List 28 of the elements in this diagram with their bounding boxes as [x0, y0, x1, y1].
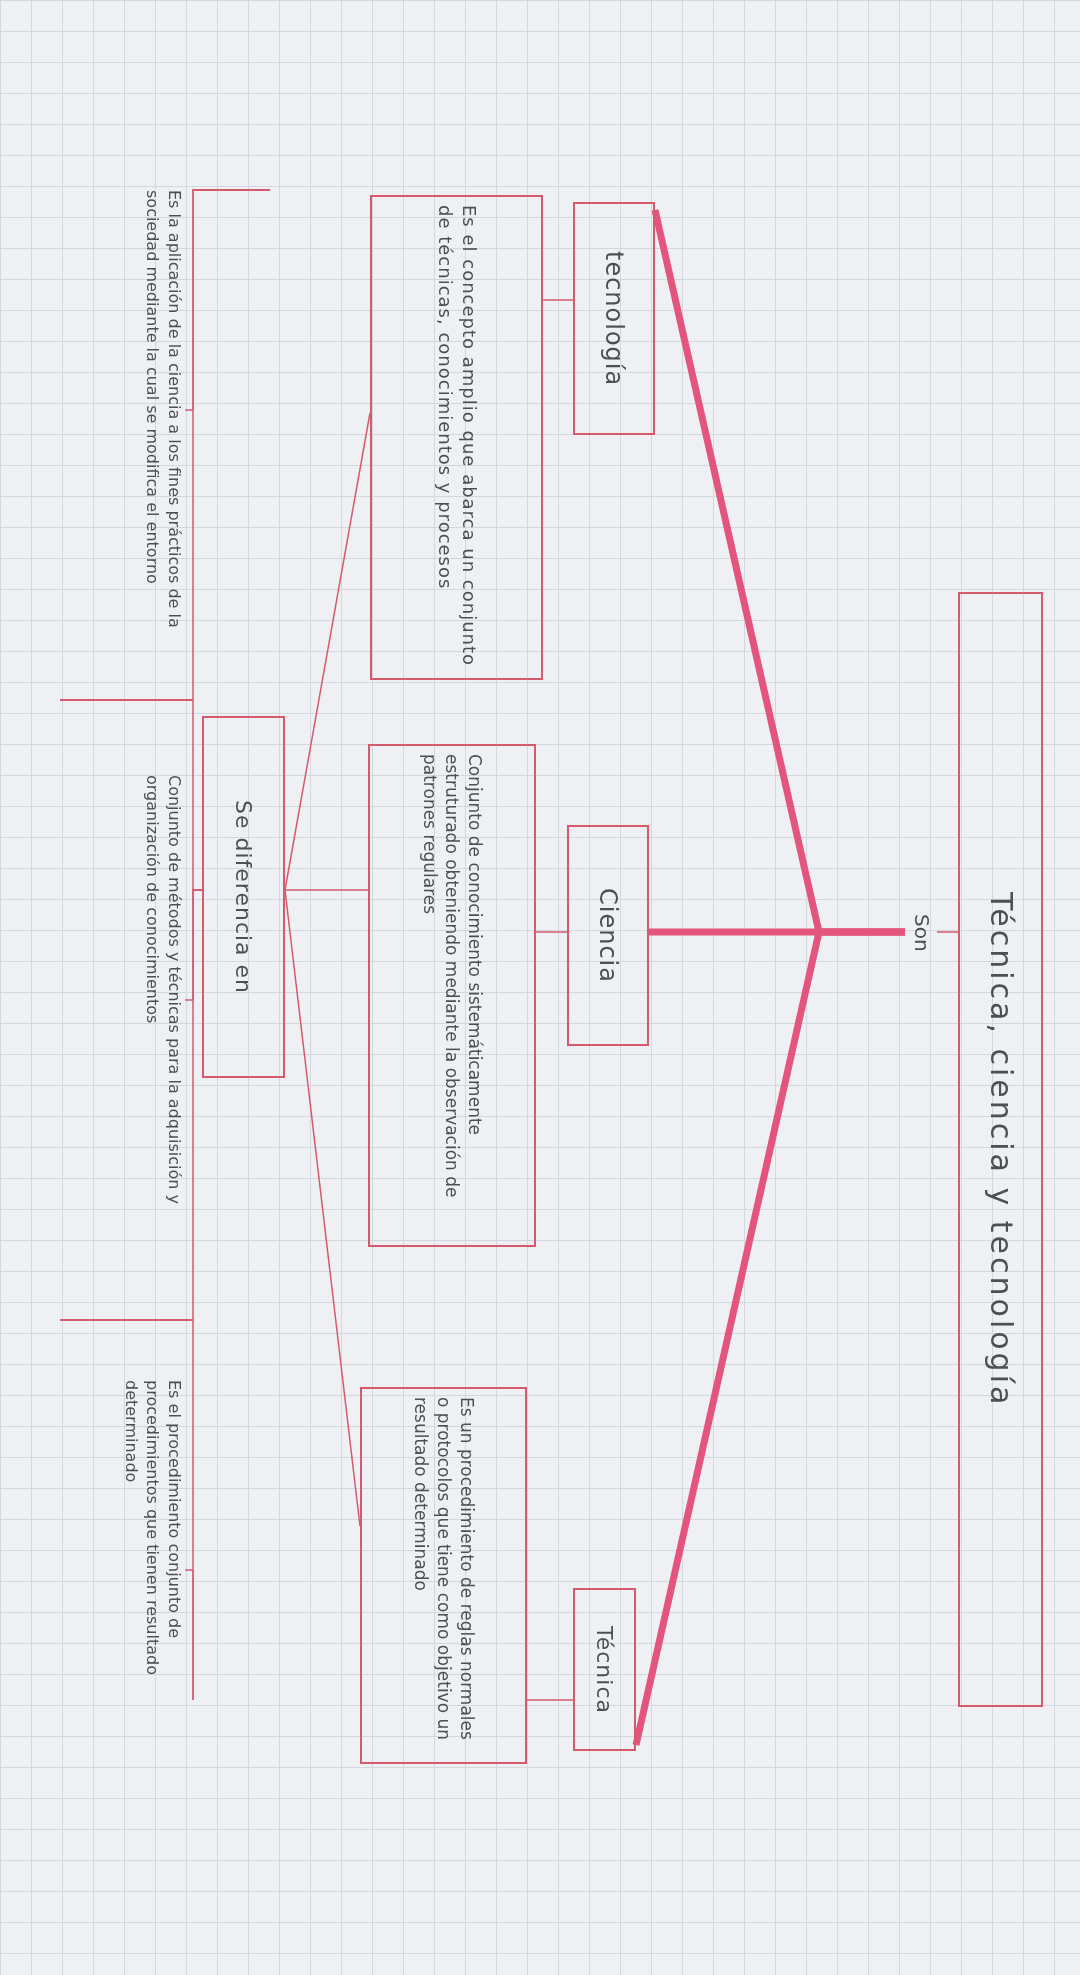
title-box [958, 592, 1043, 1707]
difference-box [202, 716, 285, 1078]
connector-line [526, 1699, 574, 1701]
concept-box [567, 825, 649, 1046]
difference-text: Conjunto de métodos y técnicas para la adquisición y organización de conocimientos [142, 775, 185, 1206]
definition-text: Es el concepto amplio que abarca un conjunto de técnicas, conocimientos y procesos [433, 205, 481, 668]
difference-text: Es el procedimiento conjunto de procedimientos que tienen resultado determinado [120, 1380, 185, 1677]
definition-box [370, 195, 543, 680]
connector-line [284, 412, 371, 891]
connector-line [284, 889, 369, 891]
title-text: Técnica, ciencia y tecnología [982, 891, 1020, 1408]
connector-line [284, 889, 361, 1527]
concept-box [573, 202, 655, 435]
connector-line [535, 931, 568, 933]
concept-label: Técnica [591, 1625, 619, 1714]
definition-text: Conjunto de conocimiento sistemáticamente estruturado obteniendo mediante la observación de patrones regulares [418, 754, 487, 1200]
concept-label: Ciencia [593, 888, 624, 983]
concept-label: tecnología [599, 250, 630, 387]
difference-text: Es la aplicación de la ciencia a los fines prácticos de la sociedad mediante la cual se modifica el entorno [142, 190, 185, 630]
connector-word: Son [908, 913, 935, 952]
definition-text: Es un procedimiento de reglas normales o protocolos que tiene como objetivo un resultado determinado [410, 1397, 478, 1742]
connector-line [184, 889, 203, 1571]
concept-box [573, 1588, 636, 1751]
connector-line [542, 299, 574, 301]
difference-label: Se diferencia en [230, 799, 258, 995]
definition-box [360, 1387, 527, 1764]
definition-box [368, 744, 536, 1247]
connector-line [936, 931, 959, 933]
